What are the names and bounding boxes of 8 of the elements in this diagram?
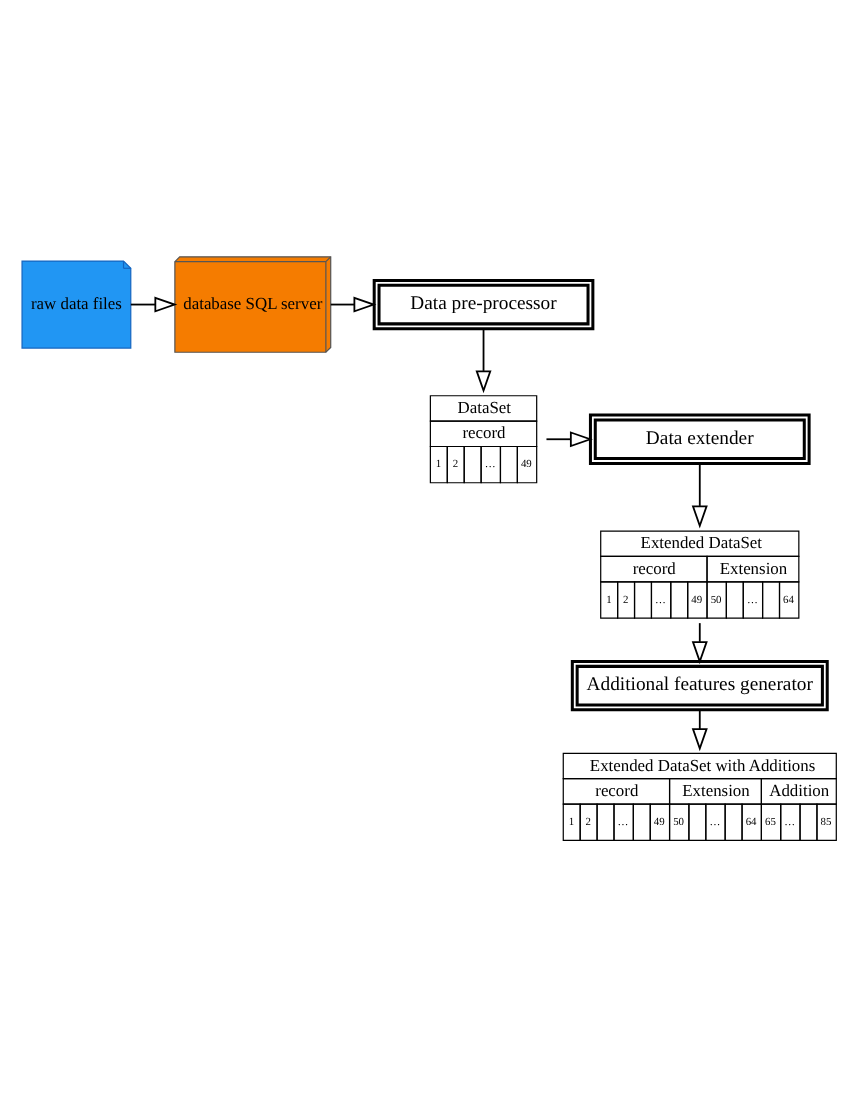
arrow xyxy=(329,295,377,312)
node-box: Data pre-processor xyxy=(372,277,595,330)
arrow xyxy=(475,326,492,393)
arrow xyxy=(545,430,593,447)
arrow xyxy=(691,621,708,664)
arrow xyxy=(129,295,178,312)
arrow xyxy=(691,461,708,528)
arrow xyxy=(691,708,708,751)
